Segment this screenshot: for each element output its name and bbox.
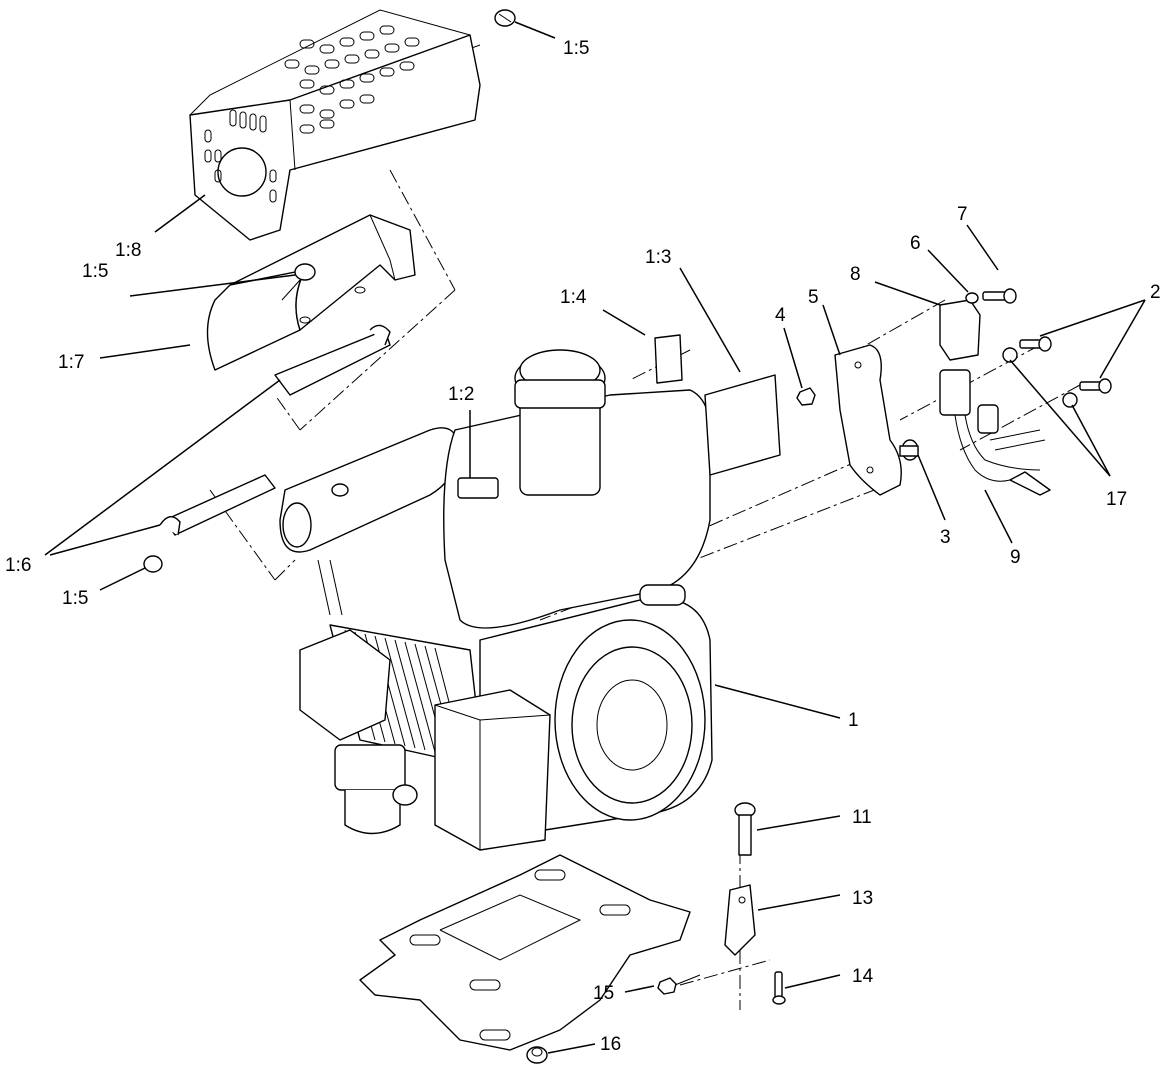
callout-1: 1: [848, 710, 859, 731]
decal-1-3: [704, 374, 781, 476]
callout-1-5-low: 1:5: [62, 588, 88, 609]
callout-13: 13: [852, 888, 873, 909]
screw-14: [772, 971, 786, 1005]
bolt-11: [734, 802, 756, 856]
nut-16: [526, 1046, 548, 1064]
callout-1-4: 1:4: [560, 287, 587, 308]
callout-1-8: 1:8: [115, 240, 141, 261]
callout-3: 3: [940, 527, 951, 548]
bolt-7: [982, 288, 1017, 304]
muffler: [279, 427, 459, 553]
bolt-2-lower: [1079, 378, 1112, 394]
nut-4: [796, 387, 816, 406]
callout-1-7: 1:7: [58, 352, 84, 373]
muffler-bracket-1-6-upper: [274, 324, 391, 396]
screw-1-5-low: [143, 555, 163, 573]
leader-lines: [44, 21, 1146, 1054]
engine-mount-plate: [359, 854, 691, 1051]
callout-14: 14: [852, 966, 874, 987]
decal-1-2: [457, 477, 499, 499]
callout-11: 11: [852, 807, 872, 828]
relay-8: [939, 299, 981, 361]
callout-1-2: 1:2: [448, 384, 474, 405]
muffler-heat-shield: [189, 9, 481, 241]
callout-1-5-top: 1:5: [563, 38, 589, 59]
muffler-bracket-1-6-lower: [159, 474, 276, 536]
bracket-13: [724, 884, 756, 956]
callout-17: 17: [1106, 489, 1127, 510]
callout-6: 6: [910, 233, 921, 254]
callout-2: 2: [1150, 282, 1161, 303]
bracket-5: [834, 344, 902, 496]
callout-4: 4: [775, 305, 786, 326]
engine: [299, 349, 713, 851]
wire-harness-9: [939, 369, 1051, 496]
bolt-2-upper: [1019, 336, 1052, 352]
lock-washer-17-lower: [1062, 392, 1078, 408]
lock-washer-17-upper: [1002, 347, 1018, 363]
decal-1-4: [654, 334, 683, 384]
callout-1-3: 1:3: [645, 247, 671, 268]
washer-6: [965, 292, 979, 304]
stud-3: [899, 439, 919, 461]
callout-labels: 1:5 1:8 1:5 1:7 1:6 1:5 1:2 1:4 1:3 1 2 …: [5, 38, 1161, 1055]
callout-5: 5: [808, 287, 819, 308]
screw-1-5-mid: [281, 263, 316, 301]
callout-1-5-mid: 1:5: [82, 261, 108, 282]
callout-15: 15: [593, 983, 614, 1004]
callout-1-6: 1:6: [5, 555, 31, 576]
callout-9: 9: [1010, 547, 1021, 568]
bolt-15: [657, 974, 701, 995]
callout-16: 16: [600, 1034, 621, 1055]
callout-8: 8: [850, 264, 861, 285]
callout-7: 7: [957, 204, 968, 225]
screw-1-5-top: [494, 9, 516, 27]
